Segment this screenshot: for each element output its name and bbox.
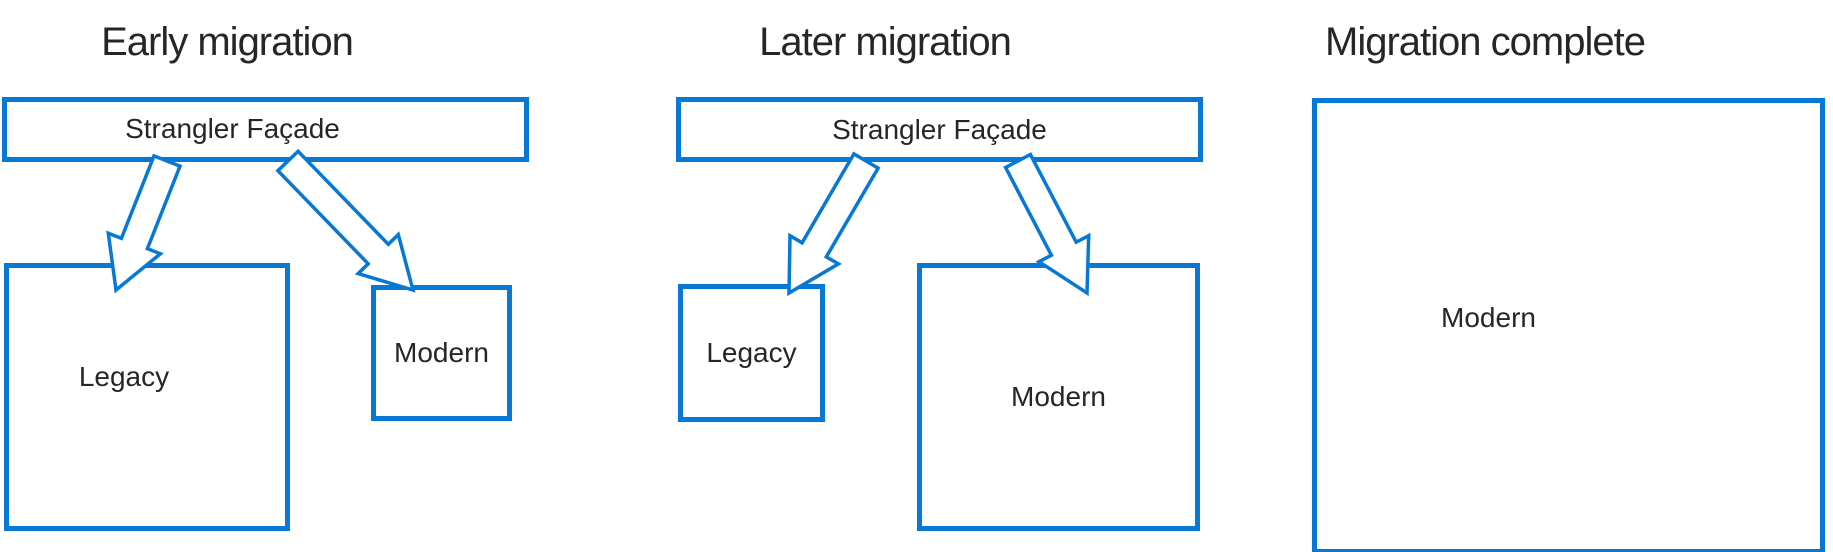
modern-label-early: Modern	[394, 337, 489, 368]
legacy-label-later: Legacy	[706, 337, 797, 368]
arrow-facade-to-legacy-later	[787, 151, 881, 297]
strangler-facade-box-later: Strangler Façade	[676, 97, 1203, 162]
modern-box-early: Modern	[371, 285, 512, 421]
modern-box-complete: Modern	[1312, 98, 1825, 552]
arrow-facade-to-modern-early	[275, 148, 416, 293]
migration-complete-title: Migration complete	[1325, 20, 1646, 64]
legacy-label-early: Legacy	[78, 361, 170, 392]
later-migration-title: Later migration	[759, 20, 1012, 64]
modern-label-later: Modern	[1011, 381, 1106, 412]
strangler-facade-label-later: Strangler Façade	[832, 113, 1047, 145]
early-migration-title: Early migration	[101, 20, 354, 64]
strangler-facade-label-early: Strangler Façade	[125, 112, 340, 144]
strangler-facade-box-early: Strangler Façade	[2, 97, 529, 162]
modern-label-complete: Modern	[1441, 302, 1536, 333]
modern-box-later: Modern	[917, 263, 1200, 531]
legacy-box-early: Legacy	[4, 263, 290, 531]
legacy-box-later: Legacy	[678, 284, 825, 422]
